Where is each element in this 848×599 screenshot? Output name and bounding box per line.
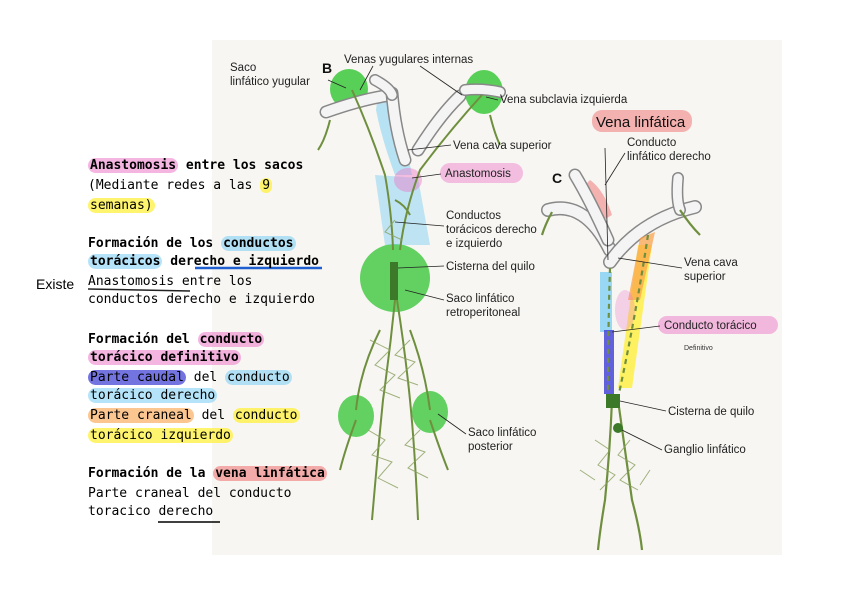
note-highlight-parte-caudal: Parte caudal: [88, 370, 186, 385]
vena-linfatica-highlight: [592, 110, 692, 132]
posterior-sac-left: [338, 395, 374, 437]
note-text: Anastomosis: [88, 274, 175, 289]
note-block4-line1: Formación de la vena linfática: [88, 464, 327, 484]
c-leader-lines: [604, 147, 683, 451]
label-cisterna-b: Cisterna del quilo: [446, 261, 535, 273]
label-saco-yugular-2: linfático yugular: [230, 76, 310, 88]
note-text: del: [185, 370, 226, 385]
c-lymph-network: [579, 439, 651, 491]
label-saco-posterior-2: posterior: [468, 441, 513, 453]
label-venas-yugulares: Venas yugulares internas: [344, 54, 473, 66]
note-block3-line6: torácico izquierdo: [88, 426, 233, 446]
label-conducto-toracico: Conducto torácico: [664, 320, 757, 332]
note-block4-line3: toracico derecho: [88, 504, 214, 519]
note-block3-line3: Parte caudal del conducto: [88, 368, 292, 388]
note-text: Formación de los: [88, 236, 222, 251]
label-cisterna-c: Cisterna de quilo: [668, 406, 754, 418]
ganglio-c: [613, 423, 623, 433]
note-text: entre los sacos: [178, 158, 304, 173]
label-saco-posterior-1: Saco linfático: [468, 427, 536, 439]
existe-label: Existe: [36, 276, 75, 292]
note-highlight-toracico-definitivo: torácico definitivo: [88, 350, 241, 365]
note-text: del: [193, 408, 233, 423]
note-block2-line1: Formación de los conductos: [88, 234, 296, 254]
note-highlight-parte-craneal: Parte craneal: [88, 408, 194, 423]
b-leader-lines: [327, 65, 499, 435]
panel-c: C Vena linfática Conducto linfático dere…: [540, 110, 778, 551]
panel-b: B Saco linfático yugular Venas yugulares…: [230, 54, 628, 521]
note-block4-line2: Parte craneal del conducto: [88, 486, 292, 501]
note-block3-line4: torácico derecho: [88, 386, 218, 406]
label-definitivo: Definitivo: [684, 345, 713, 352]
b-lymph-network: [367, 219, 429, 489]
anastomosis-underline: [87, 288, 191, 292]
note-block3-line1: Formación del conducto: [88, 330, 265, 350]
label-anastomosis: Anastomosis: [445, 168, 511, 180]
note-highlight-anastomosis: Anastomosis: [88, 158, 179, 173]
note-block2-line3: Anastomosis entre los: [88, 272, 252, 292]
cisterna-c: [606, 394, 620, 408]
c-orange-strip: [628, 232, 655, 300]
note-block3-line5: Parte craneal del conducto: [88, 406, 300, 426]
note-block1-line2: (Mediante redes a las 9: [88, 176, 273, 196]
note-text: Formación del: [88, 332, 198, 347]
note-highlight-conductos: conductos: [221, 236, 296, 251]
note-highlight-conducto-yellow: conducto: [232, 408, 300, 423]
label-vena-cava-c-1: Vena cava: [684, 257, 738, 269]
label-conductos-3: e izquierdo: [446, 238, 502, 250]
label-vena-subclavia: Vena subclavia izquierda: [500, 94, 628, 106]
note-block1-line3: semanas): [88, 196, 155, 216]
note-text: (Mediante redes a las: [88, 178, 261, 193]
cisterna-b: [390, 262, 398, 300]
note-highlight-conducto-blue: conducto: [225, 370, 292, 385]
note-highlight-9: 9: [260, 178, 273, 193]
note-highlight-toracico-derecho: torácico derecho: [88, 388, 218, 403]
label-saco-retro-1: Saco linfático: [446, 293, 514, 305]
label-conducto-derecho-2: linfático derecho: [627, 151, 711, 163]
label-saco-yugular-1: Saco: [230, 62, 256, 74]
note-text: Formación de la: [88, 466, 214, 481]
label-conducto-derecho-1: Conducto: [627, 137, 676, 149]
label-ganglio: Ganglio linfático: [664, 444, 746, 456]
label-vena-cava-c-2: superior: [684, 271, 726, 283]
label-saco-retro-2: retroperitoneal: [446, 307, 520, 319]
label-vena-linfatica: Vena linfática: [596, 114, 686, 131]
note-highlight-vena-linfatica: vena linfática: [213, 466, 327, 481]
note-text: entre los: [174, 274, 253, 289]
note-highlight-toracico-izquierdo: torácico izquierdo: [88, 428, 233, 443]
anastomosis-label-highlight: [440, 163, 523, 183]
panel-c-letter: C: [552, 170, 562, 186]
posterior-sac-right: [412, 391, 448, 433]
conducto-toracico-highlight: [658, 316, 778, 334]
note-block2-line4: conductos derecho e izquierdo: [88, 292, 315, 307]
label-vena-cava-b: Vena cava superior: [453, 140, 552, 152]
note-highlight-toracicos: torácicos: [88, 254, 163, 269]
label-conductos-2: torácicos derecho: [446, 224, 537, 236]
c-lymph-vessels: [540, 209, 701, 551]
note-text: derecho e izquierdo: [162, 254, 319, 269]
panel-b-letter: B: [322, 60, 332, 76]
note-block2-line2: torácicos derecho e izquierdo: [88, 252, 319, 272]
note-block1-line1: Anastomosis entre los sacos: [88, 156, 303, 176]
note-highlight-conducto: conducto: [197, 332, 265, 347]
b-lymph-vessels: [317, 89, 501, 521]
note-highlight-semanas: semanas): [88, 198, 155, 213]
note-block3-line2: torácico definitivo: [88, 348, 241, 368]
label-conductos-1: Conductos: [446, 210, 501, 222]
